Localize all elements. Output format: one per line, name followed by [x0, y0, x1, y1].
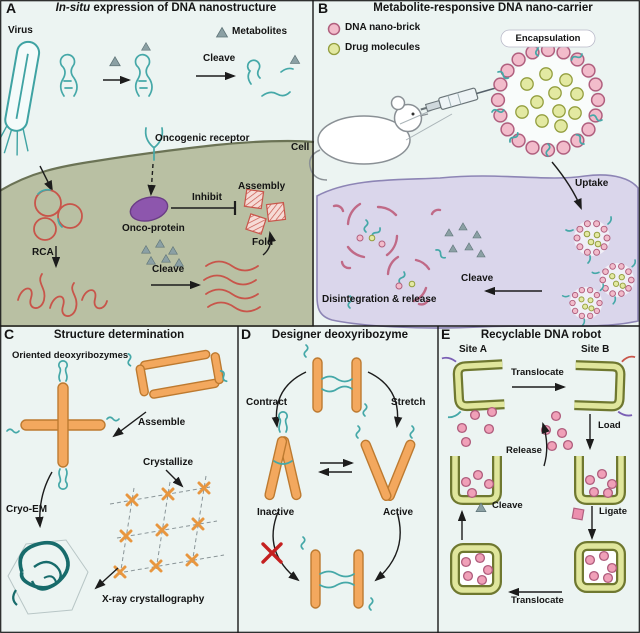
label-onco-protein: Onco-protein: [122, 223, 185, 234]
panel-e-illustration: [441, 355, 636, 597]
virus-icon: [0, 40, 41, 156]
assembled-frame: [125, 349, 230, 399]
assembled-nanostructures: [243, 188, 287, 235]
panel-d-title: Designer deoxyribozyme: [271, 329, 409, 341]
panel-d-letter: D: [241, 326, 252, 342]
label-fold: Fold: [252, 237, 274, 248]
mouse-icon: [308, 95, 429, 181]
robot-box-releasing: [450, 456, 502, 505]
panel-a-illustration: [0, 27, 315, 327]
robot-box-site-a: [441, 356, 505, 419]
label-contract: Contract: [246, 397, 288, 408]
cleaved-products: [246, 54, 301, 97]
label-cleave-b: Cleave: [461, 273, 494, 284]
legend-brick-swatch: [327, 22, 341, 36]
label-virus: Virus: [8, 25, 33, 36]
panel-d-illustration: [261, 344, 416, 611]
label-oriented-deoxyribozymes: Oriented deoxyribozymes: [12, 350, 129, 361]
robot-box-site-b: [574, 355, 636, 417]
nano-carrier: [490, 42, 606, 158]
panel-e-letter: E: [441, 326, 451, 342]
panel-c-title: Structure determination: [53, 329, 185, 341]
blocked-x-icon: [261, 542, 283, 564]
plasmid-circles: [33, 188, 83, 241]
robot-box-bottom-left: [450, 543, 502, 595]
deoxyribozyme-cross: [6, 360, 120, 490]
label-inhibit: Inhibit: [192, 192, 222, 203]
label-stretch: Stretch: [391, 397, 426, 408]
label-disintegration: Disintegration & release: [322, 294, 437, 305]
disintegrating-carrier-2: [386, 255, 431, 303]
label-inactive: Inactive: [257, 507, 295, 518]
label-crystallize: Crystallize: [143, 457, 194, 468]
oncogenic-receptor-icon: [144, 127, 164, 161]
cell-a-body: [0, 141, 314, 327]
panel-e-title: Recyclable DNA robot: [480, 329, 602, 341]
cargo-free-release: [456, 406, 498, 448]
label-assembly: Assembly: [238, 181, 286, 192]
label-dna-nano-brick: DNA nano-brick: [345, 22, 421, 33]
label-oncogenic-receptor: Oncogenic receptor: [155, 133, 250, 144]
disintegrating-carrier-1: [346, 202, 399, 259]
panel-a-title: In-situ expression of DNA nanostructure: [22, 2, 310, 14]
onco-protein-blob: [129, 196, 169, 222]
label-cell: Cell: [291, 142, 310, 153]
folded-strands: [203, 260, 261, 313]
label-xray: X-ray crystallography: [102, 594, 205, 605]
h-structure-top: [303, 344, 368, 417]
label-cleave-top-a: Cleave: [203, 53, 236, 64]
panel-c-illustration: [6, 349, 230, 615]
legend-drug-swatch: [327, 42, 341, 56]
panel-a-title-italic: In-situ: [55, 2, 91, 14]
ligate-symbol: [571, 507, 585, 521]
active-structure: [355, 425, 416, 502]
label-translocate-top: Translocate: [511, 367, 564, 378]
loose-fragments: [332, 204, 448, 309]
panel-a-title-rest: expression of DNA nanostructure: [90, 2, 277, 14]
label-rca: RCA: [32, 247, 54, 258]
syringe-icon: [420, 87, 496, 112]
label-cleave-e: Cleave: [492, 500, 523, 511]
crystal-lattice: [109, 475, 225, 579]
rca-products: [17, 273, 108, 317]
label-active: Active: [383, 507, 414, 518]
carrier-drugs: [515, 67, 584, 133]
lattice-units: [113, 481, 211, 579]
cell-b-body: [316, 174, 639, 329]
robot-box-bottom-right: [574, 541, 626, 593]
panel-c-letter: C: [4, 326, 15, 342]
label-cryo-em: Cryo-EM: [6, 504, 48, 515]
inactive-structure: [264, 411, 302, 501]
encapsulation-pill: [500, 29, 596, 48]
panel-b-illustration: [308, 22, 639, 329]
label-ligate: Ligate: [599, 506, 627, 517]
label-drug-molecules: Drug molecules: [345, 42, 421, 53]
label-load: Load: [598, 420, 621, 431]
robot-box-loading: [574, 456, 626, 505]
label-assemble: Assemble: [138, 417, 186, 428]
label-release: Release: [506, 445, 542, 456]
label-encapsulation: Encapsulation: [515, 33, 581, 44]
panel-b-letter: B: [318, 0, 329, 16]
label-uptake: Uptake: [575, 178, 609, 189]
label-site-b: Site B: [581, 344, 610, 355]
cryoem-structure: [7, 539, 89, 615]
label-site-a: Site A: [459, 344, 487, 355]
metabolite-legend-icon: [216, 27, 228, 38]
carrier-shell: [490, 42, 606, 158]
label-cleave-bottom-a: Cleave: [152, 264, 185, 275]
label-metabolites: Metabolites: [232, 26, 288, 37]
panel-b-title: Metabolite-responsive DNA nano-carrier: [373, 2, 593, 14]
h-structure-bottom: [300, 536, 374, 611]
panel-a-letter: A: [6, 0, 17, 16]
label-translocate-bottom: Translocate: [511, 595, 564, 606]
